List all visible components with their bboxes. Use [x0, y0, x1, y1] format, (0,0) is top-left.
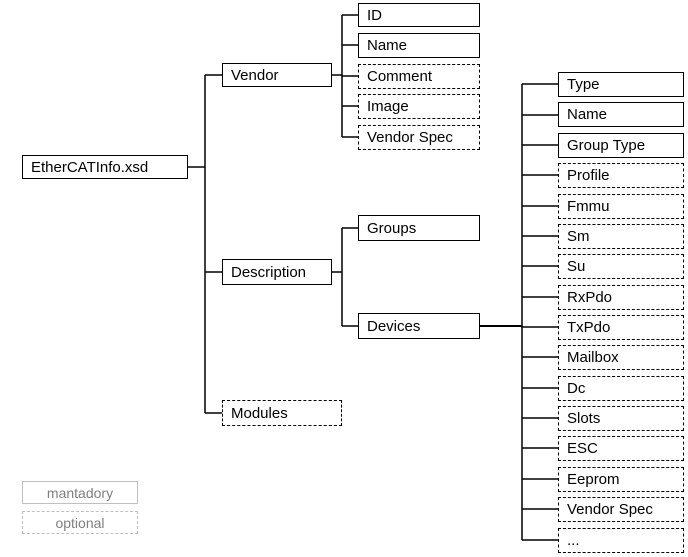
node-device-group-type[interactable]: Group Type [558, 133, 684, 158]
node-device-profile[interactable]: Profile [558, 163, 684, 188]
node-device-more[interactable]: ... [558, 528, 684, 553]
node-vendor-comment[interactable]: Comment [358, 64, 480, 89]
node-description[interactable]: Description [222, 259, 332, 285]
node-vendor-name[interactable]: Name [358, 33, 480, 58]
node-vendor[interactable]: Vendor [222, 63, 332, 87]
node-device-dc[interactable]: Dc [558, 376, 684, 401]
node-device-slots[interactable]: Slots [558, 406, 684, 431]
node-device-type[interactable]: Type [558, 72, 684, 97]
node-device-eeprom[interactable]: Eeprom [558, 467, 684, 492]
node-device-vendor-spec[interactable]: Vendor Spec [558, 497, 684, 522]
node-vendor-id[interactable]: ID [358, 3, 480, 27]
node-device-esc[interactable]: ESC [558, 436, 684, 461]
legend-mandatory: mantadory [22, 481, 138, 504]
legend-optional: optional [22, 511, 138, 534]
node-device-mailbox[interactable]: Mailbox [558, 345, 684, 370]
node-device-su[interactable]: Su [558, 254, 684, 279]
node-device-fmmu[interactable]: Fmmu [558, 194, 684, 219]
node-devices[interactable]: Devices [358, 313, 480, 339]
node-root[interactable]: EtherCATInfo.xsd [22, 155, 188, 179]
node-vendor-image[interactable]: Image [358, 94, 480, 119]
node-device-txpdo[interactable]: TxPdo [558, 315, 684, 340]
node-device-rxpdo[interactable]: RxPdo [558, 285, 684, 310]
node-device-name[interactable]: Name [558, 102, 684, 127]
node-groups[interactable]: Groups [358, 215, 480, 241]
node-modules[interactable]: Modules [222, 400, 342, 426]
node-device-sm[interactable]: Sm [558, 224, 684, 249]
node-vendor-vendor-spec[interactable]: Vendor Spec [358, 125, 480, 150]
